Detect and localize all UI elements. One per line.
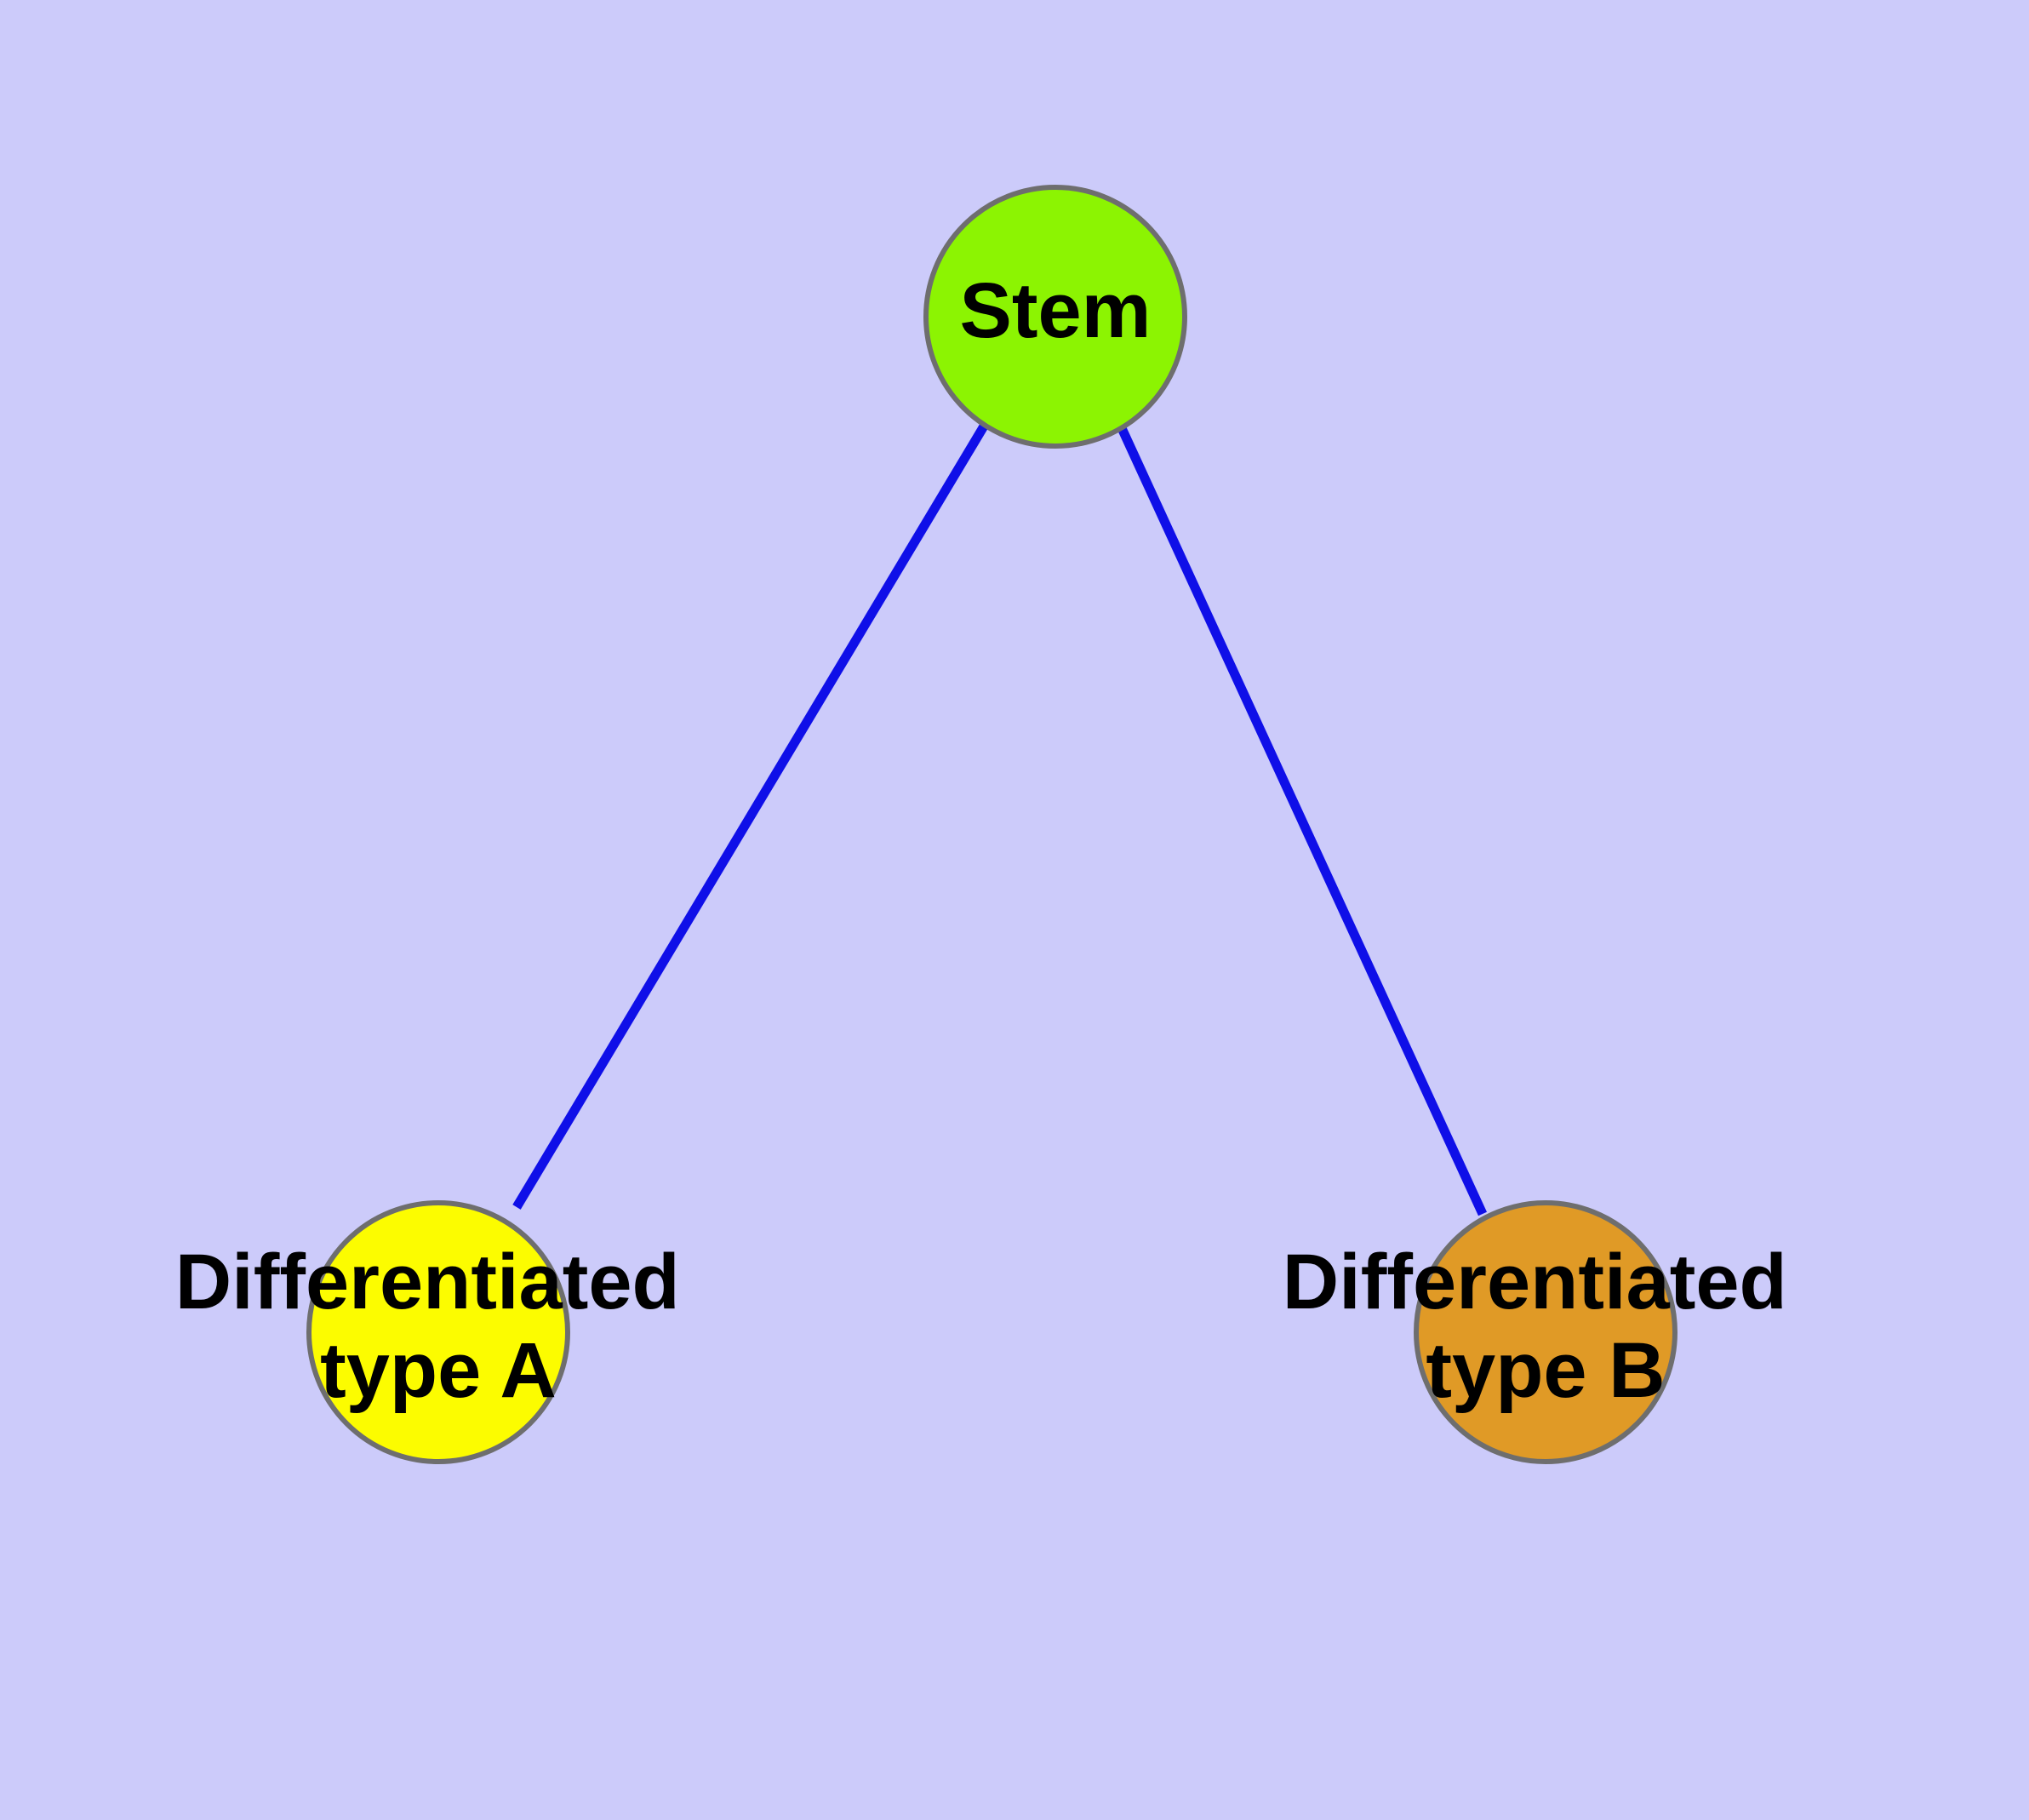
node-stem-label-line1: Stem [960,267,1152,354]
node-stem-label: Stem [960,267,1152,354]
label-layer: Stem Differentiated type A Differentiate… [175,267,1809,1414]
node-differentiated-type-a-label-line1: Differentiated [175,1239,680,1325]
node-stem[interactable] [923,185,1187,449]
edge-stem-diff-a[interactable] [512,422,989,1210]
node-differentiated-type-b-label-line2: type B [1426,1327,1665,1414]
node-stem-circle[interactable] [923,185,1187,449]
edge-layer [512,422,1487,1216]
node-differentiated-type-a[interactable] [306,1200,570,1464]
node-differentiated-type-b-label: Differentiated type B [1283,1239,1809,1414]
node-differentiated-type-b-label-line1: Differentiated [1283,1239,1787,1325]
node-differentiated-type-a-label: Differentiated type A [175,1239,702,1414]
node-differentiated-type-a-label-line2: type A [320,1327,557,1414]
edge-stem-diff-b[interactable] [1117,426,1487,1216]
node-differentiated-type-b[interactable] [1414,1200,1677,1464]
node-differentiated-type-a-circle[interactable] [306,1200,570,1464]
node-differentiated-type-b-circle[interactable] [1414,1200,1677,1464]
